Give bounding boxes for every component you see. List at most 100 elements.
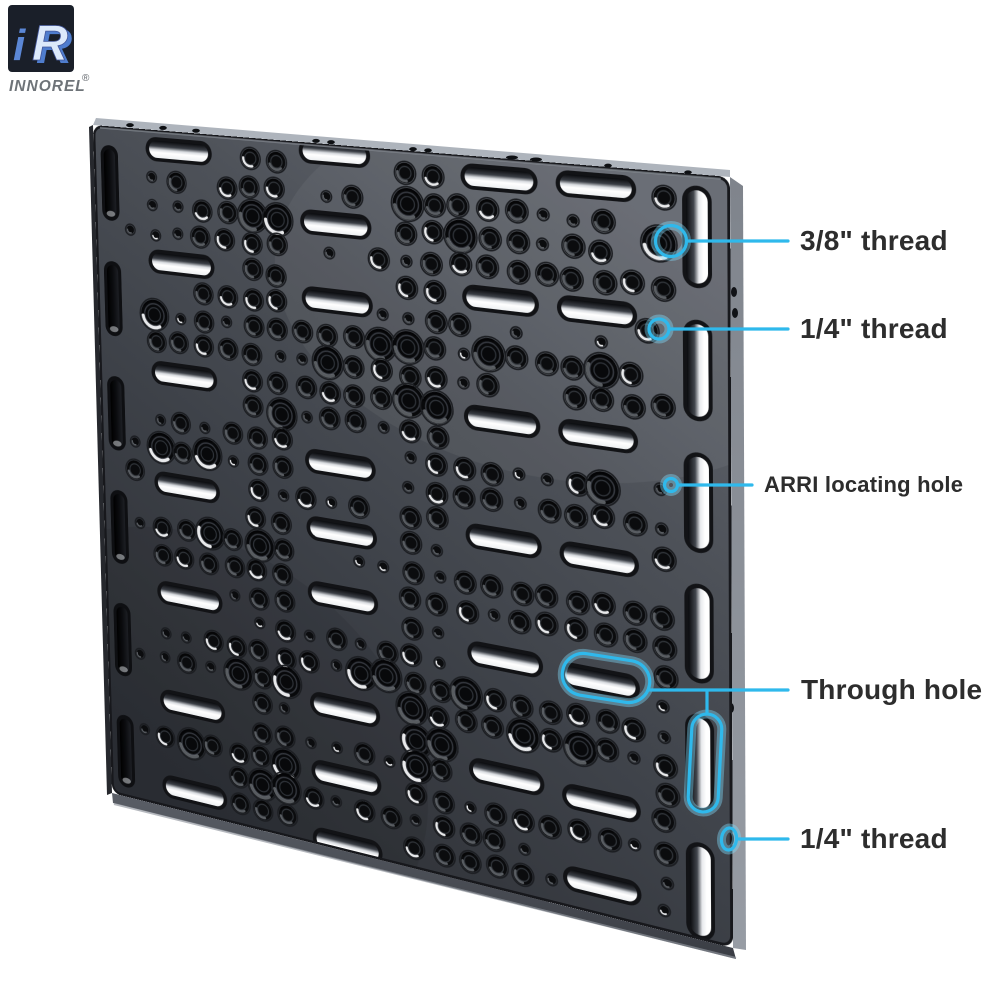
threaded-hole-1-4 [274, 587, 297, 615]
locating-hole [180, 630, 192, 644]
top-face-hole [409, 147, 417, 152]
threaded-hole-1-4 [229, 740, 250, 767]
threaded-hole-1-4 [265, 148, 288, 175]
ring-through-hole-horizontal [560, 651, 652, 705]
threaded-hole-3-8 [269, 660, 304, 704]
threaded-hole-1-4 [248, 636, 270, 664]
threaded-hole-1-4 [265, 287, 287, 314]
through-slot-horizontal [145, 136, 213, 167]
through-slot-horizontal [309, 689, 381, 730]
threaded-hole-1-4 [238, 174, 260, 200]
threaded-hole-1-4 [213, 226, 235, 253]
top-face-hole [312, 138, 320, 143]
threaded-hole-3-8 [144, 426, 180, 470]
threaded-hole-3-8 [342, 650, 381, 698]
label-3-8-thread: 3/8" thread [800, 225, 948, 256]
threaded-hole-1-4 [271, 425, 294, 453]
logo-i: i [13, 21, 26, 70]
threaded-hole-1-4 [243, 313, 266, 340]
threaded-hole-1-4 [275, 618, 297, 645]
threaded-hole-1-4 [202, 732, 224, 760]
threaded-hole-1-4 [147, 330, 167, 354]
edge-slot [116, 713, 136, 790]
threaded-hole-1-4 [228, 763, 250, 792]
threaded-hole-1-4 [189, 224, 211, 251]
top-face-hole [604, 163, 612, 168]
through-slot-horizontal [301, 285, 374, 319]
threaded-hole-1-4 [241, 231, 263, 257]
threaded-hole-3-8 [234, 195, 271, 238]
through-slot-horizontal [312, 825, 383, 842]
threaded-hole-1-4 [193, 333, 215, 360]
threaded-hole-1-4 [216, 199, 239, 226]
threaded-hole-1-4 [230, 790, 252, 819]
threaded-hole-1-4 [155, 723, 176, 751]
locating-hole [130, 435, 140, 447]
through-slot-horizontal [307, 579, 379, 618]
through-slot-horizontal [151, 359, 218, 393]
threaded-hole-1-4 [172, 440, 194, 467]
top-face-hole [327, 140, 335, 145]
logo-r: R [32, 15, 68, 70]
threaded-hole-1-4 [242, 393, 264, 420]
threaded-hole-1-4 [224, 553, 246, 581]
threaded-hole-3-8 [137, 293, 172, 336]
threaded-hole-1-4 [198, 550, 220, 578]
through-slot-horizontal [148, 248, 215, 281]
label-1-4-thread-top: 1/4" thread [800, 313, 948, 344]
plate-surface [93, 125, 651, 842]
threaded-hole-1-4 [274, 723, 295, 750]
threaded-hole-1-4 [263, 176, 285, 202]
top-face-hole [506, 155, 518, 160]
threaded-hole-1-4 [168, 329, 190, 356]
side-face-hole [731, 287, 737, 297]
locating-hole [173, 201, 183, 213]
side-face-hole [728, 703, 734, 713]
threaded-hole-1-4 [247, 477, 270, 505]
threaded-hole-1-4 [177, 518, 197, 543]
threaded-hole-1-4 [242, 256, 264, 282]
locating-hole [173, 228, 183, 240]
locating-hole [147, 171, 157, 183]
threaded-hole-3-8 [244, 761, 281, 808]
edge-slot [100, 144, 120, 221]
top-face-hole [530, 157, 542, 162]
locating-hole [206, 660, 216, 673]
threaded-hole-1-4 [295, 374, 318, 402]
through-slot-horizontal [311, 757, 382, 799]
locating-hole [161, 627, 171, 640]
threaded-hole-1-4 [248, 585, 270, 613]
threaded-hole-3-8 [361, 322, 399, 367]
side-face-hole [724, 806, 732, 818]
locating-hole [147, 199, 157, 211]
threaded-hole-1-4 [218, 337, 239, 362]
edge-slot [110, 488, 130, 566]
threaded-hole-1-4 [177, 649, 198, 676]
leader-through-hole [648, 688, 790, 715]
threaded-hole-1-4 [153, 542, 174, 569]
threaded-hole-1-4 [272, 561, 293, 588]
threaded-hole-1-4 [247, 557, 267, 582]
threaded-hole-1-4 [227, 634, 248, 660]
threaded-hole-1-4 [270, 510, 292, 537]
threaded-hole-1-4 [203, 628, 224, 655]
top-face-hole [684, 170, 692, 175]
plate-holes [116, 135, 651, 842]
threaded-hole-3-8 [242, 523, 278, 568]
threaded-hole-1-4 [216, 175, 238, 202]
top-face-hole [159, 125, 167, 130]
threaded-hole-3-8 [174, 722, 208, 767]
edge-slot [106, 374, 127, 452]
threaded-hole-1-4 [266, 264, 287, 289]
top-face-holes [126, 123, 692, 175]
ring-3-8-thread [653, 223, 689, 259]
locating-hole [156, 414, 166, 426]
edge-slot [113, 601, 133, 678]
logo-r-shadow: R [36, 18, 72, 70]
top-face-hole [126, 123, 134, 128]
threaded-hole-3-8 [259, 198, 297, 242]
plate-bottom-face [112, 793, 736, 959]
